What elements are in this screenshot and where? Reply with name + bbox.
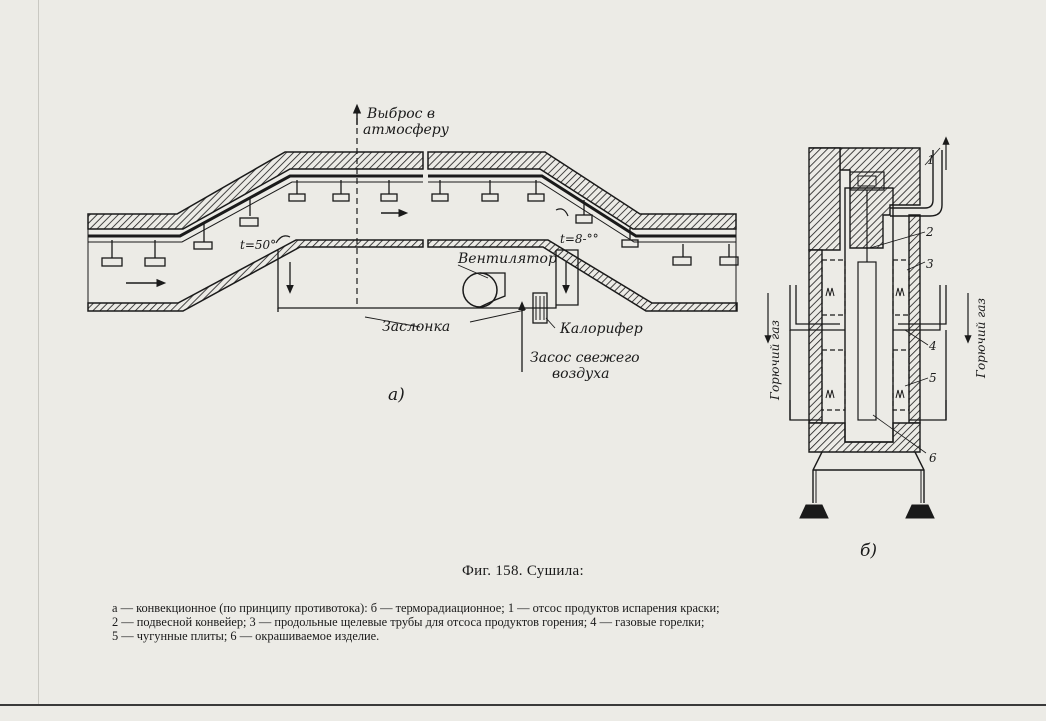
gas-label-left: Горючий газ	[768, 320, 782, 401]
callout-1: 1	[927, 153, 935, 167]
legs	[812, 451, 925, 503]
callout-6: 6	[929, 451, 937, 465]
inner-chamber	[844, 187, 894, 443]
diagram-a-label: а)	[388, 385, 405, 405]
callout-4: 4	[928, 339, 937, 353]
callout-3: 3	[926, 257, 934, 271]
conveyor-rail	[88, 174, 736, 238]
shell-bottom	[808, 422, 921, 453]
heater-label: Калорифер	[559, 321, 643, 337]
page-margin-line	[38, 0, 39, 704]
heater-icon	[532, 292, 548, 324]
painted-item	[857, 261, 877, 421]
hanging-items	[101, 180, 739, 267]
exhaust-label-line2: атмосферу	[363, 122, 450, 138]
dryer-floor-right	[427, 239, 738, 312]
fan-label: Вентилятор	[457, 251, 557, 267]
dryer-roof-right	[427, 151, 737, 230]
gas-label-right: Горючий газ	[974, 298, 988, 379]
diagram-b-radiation-dryer	[764, 136, 972, 519]
callout-2: 2	[925, 225, 934, 239]
foot-right	[905, 504, 935, 519]
caption-line-2: 2 — подвесной конвейер; 3 — продольные щ…	[112, 615, 705, 629]
lower-duct	[277, 250, 557, 309]
temp-right-label: t=8-°°	[560, 232, 599, 246]
dryer-floor-left	[87, 239, 424, 312]
callout-5: 5	[929, 371, 937, 385]
intake-label-line2: воздуха	[552, 366, 609, 382]
damper-label: Заслонка	[382, 319, 450, 335]
diagram-b-label: б)	[860, 541, 877, 561]
figure-caption: а — конвекционное (по принципу противото…	[112, 601, 972, 643]
caption-line-3: 5 — чугунные плиты; 6 — окрашиваемое изд…	[112, 629, 380, 643]
diagram-a-convection-dryer	[87, 103, 739, 372]
caption-line-1: а — конвекционное (по принципу противото…	[112, 601, 720, 615]
intake-label-line1: Засос свежего	[530, 350, 640, 366]
page-bottom-rule	[0, 704, 1046, 706]
figure-title: Фиг. 158. Сушила:	[462, 563, 584, 579]
temp-left-label: t=50°	[240, 238, 276, 252]
gas-line-right	[893, 285, 947, 331]
dryer-roof-left	[87, 151, 424, 230]
foot-left	[799, 504, 829, 519]
exhaust-pipe-1	[890, 150, 934, 209]
exhaust-label-line1: Выброс в	[366, 106, 435, 122]
